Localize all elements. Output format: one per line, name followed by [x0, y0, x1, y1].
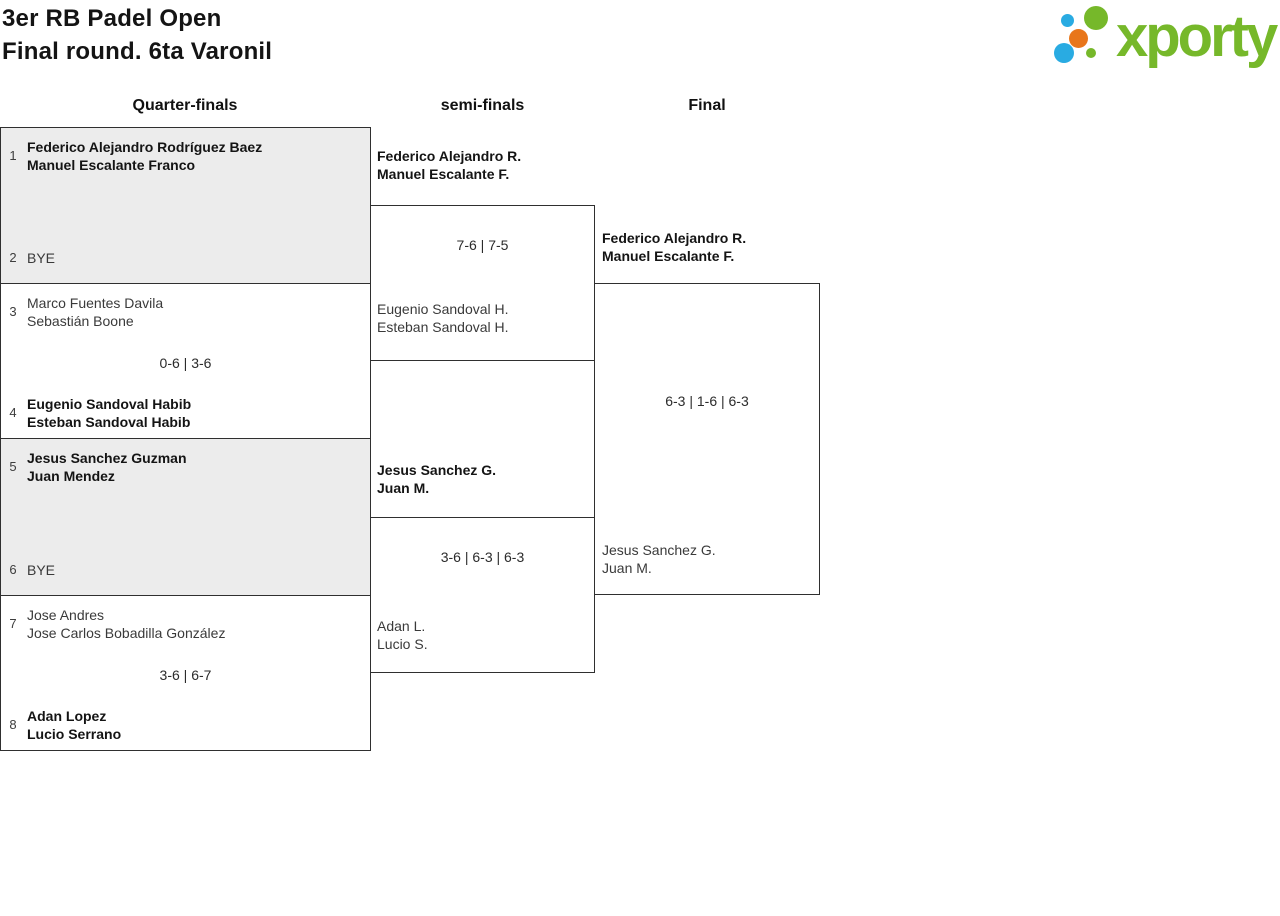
- match-final: [594, 283, 820, 595]
- seed-number: 7: [9, 616, 17, 631]
- logo-dot-icon: [1086, 48, 1096, 58]
- player-name: Manuel Escalante F.: [602, 248, 735, 264]
- player-name: Manuel Escalante F.: [377, 166, 510, 182]
- player-name: Eugenio Sandoval H.: [377, 301, 509, 317]
- match-quarterfinal-1: 1 Federico Alejandro Rodríguez Baez Manu…: [0, 127, 371, 284]
- logo-dot-icon: [1061, 14, 1074, 27]
- page-title: 3er RB Padel Open Final round. 6ta Varon…: [2, 2, 272, 68]
- seed-number: 4: [9, 405, 17, 420]
- team-entry: Federico Alejandro R. Manuel Escalante F…: [602, 229, 746, 265]
- team-entry: Adan Lopez Lucio Serrano: [27, 707, 362, 743]
- player-name: Lucio Serrano: [27, 726, 122, 742]
- player-name: Esteban Sandoval Habib: [27, 414, 191, 430]
- team-entry: Federico Alejandro R. Manuel Escalante F…: [377, 147, 521, 183]
- seed-number: 3: [9, 304, 17, 319]
- player-name: Marco Fuentes Davila: [27, 295, 164, 311]
- match-semifinal-1: [370, 205, 595, 361]
- seed-number: 5: [9, 459, 17, 474]
- match-quarterfinal-4: 7 Jose Andres Jose Carlos Bobadilla Gonz…: [0, 595, 371, 751]
- seed-number: 1: [9, 148, 17, 163]
- player-name: Federico Alejandro R.: [602, 230, 747, 246]
- team-entry: Jose Andres Jose Carlos Bobadilla Gonzál…: [27, 606, 362, 642]
- team-entry: Jesus Sanchez G. Juan M.: [377, 461, 496, 497]
- player-name: Adan Lopez: [27, 708, 107, 724]
- player-name: Juan Mendez: [27, 468, 115, 484]
- team-entry: Jesus Sanchez Guzman Juan Mendez: [27, 449, 362, 485]
- match-score: 0-6 | 3-6: [159, 355, 212, 371]
- team-entry: Federico Alejandro Rodríguez Baez Manuel…: [27, 138, 362, 174]
- player-name: Jose Andres: [27, 607, 105, 623]
- player-name: Manuel Escalante Franco: [27, 157, 196, 173]
- round-header-final: Final: [688, 97, 726, 114]
- logo-dot-icon: [1084, 6, 1108, 30]
- team-entry: Eugenio Sandoval Habib Esteban Sandoval …: [27, 395, 362, 431]
- round-category-subtitle: Final round. 6ta Varonil: [2, 38, 273, 65]
- match-score: 3-6 | 6-3 | 6-3: [440, 549, 525, 565]
- player-name: Federico Alejandro Rodríguez Baez: [27, 139, 263, 155]
- seed-number: 2: [9, 250, 17, 265]
- team-entry-bye: BYE: [27, 561, 362, 579]
- team-entry: Adan L. Lucio S.: [377, 617, 428, 653]
- bye-label: BYE: [27, 562, 56, 578]
- round-header-quarterfinals: Quarter-finals: [132, 97, 238, 114]
- match-semifinal-2: [370, 517, 595, 673]
- player-name: Jesus Sanchez Guzman: [27, 450, 187, 466]
- team-entry: Eugenio Sandoval H. Esteban Sandoval H.: [377, 300, 509, 336]
- player-name: Jesus Sanchez G.: [377, 462, 497, 478]
- tournament-name: 3er RB Padel Open: [2, 5, 222, 32]
- team-entry: Marco Fuentes Davila Sebastián Boone: [27, 294, 362, 330]
- match-score: 7-6 | 7-5: [456, 237, 509, 253]
- player-name: Adan L.: [377, 618, 426, 634]
- match-score: 6-3 | 1-6 | 6-3: [665, 393, 749, 409]
- logo-dot-icon: [1069, 29, 1088, 48]
- seed-number: 6: [9, 562, 17, 577]
- xporty-wordmark: xporty: [1116, 4, 1278, 69]
- player-name: Eugenio Sandoval Habib: [27, 396, 192, 412]
- match-quarterfinal-3: 5 Jesus Sanchez Guzman Juan Mendez 6 BYE: [0, 438, 371, 596]
- player-name: Federico Alejandro R.: [377, 148, 522, 164]
- team-entry: Jesus Sanchez G. Juan M.: [602, 541, 716, 577]
- player-name: Juan M.: [602, 560, 652, 576]
- match-score: 3-6 | 6-7: [159, 667, 212, 683]
- xporty-logo: xporty: [1050, 0, 1280, 72]
- logo-dot-icon: [1054, 43, 1074, 63]
- match-quarterfinal-2: 3 Marco Fuentes Davila Sebastián Boone 0…: [0, 283, 371, 439]
- player-name: Lucio S.: [377, 636, 428, 652]
- bye-label: BYE: [27, 250, 56, 266]
- round-header-semifinals: semi-finals: [440, 97, 525, 114]
- player-name: Jesus Sanchez G.: [602, 542, 716, 558]
- player-name: Sebastián Boone: [27, 313, 134, 329]
- player-name: Juan M.: [377, 480, 430, 496]
- seed-number: 8: [9, 717, 17, 732]
- player-name: Jose Carlos Bobadilla González: [27, 625, 226, 641]
- player-name: Esteban Sandoval H.: [377, 319, 509, 335]
- team-entry-bye: BYE: [27, 249, 362, 267]
